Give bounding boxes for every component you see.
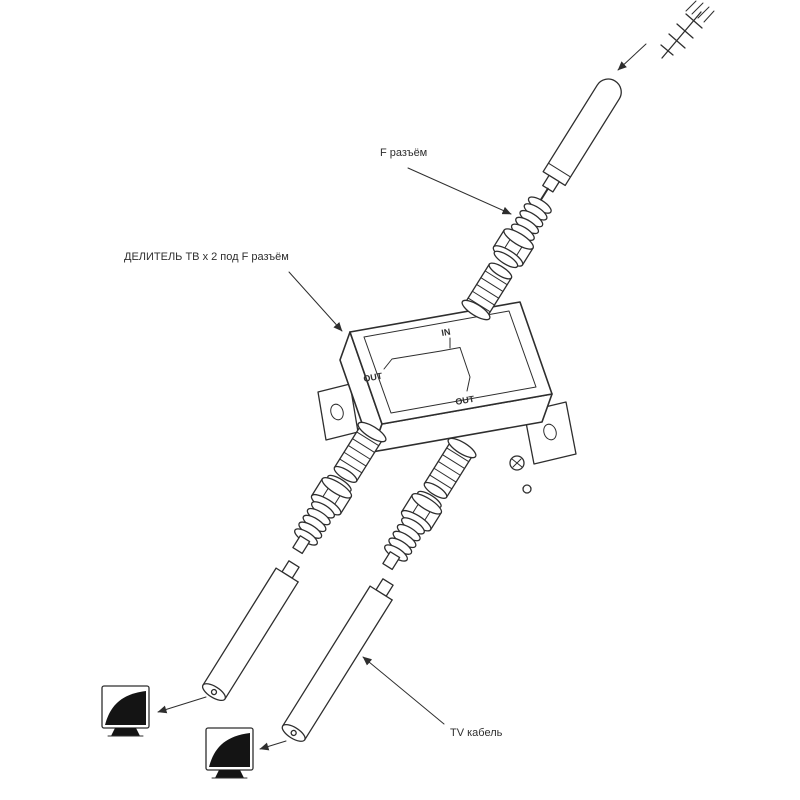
port-out-right [423,437,477,499]
label-out-right: OUT [455,394,476,407]
label-f-connector: F разъём [380,147,427,159]
splitter-face-inset [363,310,537,414]
f-connector-out-left [292,474,353,555]
arrow-tv-cable [362,656,445,725]
port-out-left [333,421,387,483]
arrow-f-connector [407,167,512,215]
antenna-icon [660,0,715,59]
coax-cable-out-right [281,578,394,742]
coax-cable-out-left [201,560,300,702]
label-tv-cable: TV кабель [450,727,503,739]
f-connector-out-right [382,490,443,571]
port-in [461,262,513,321]
arrow-splitter [288,271,343,332]
arrow-to-tv-left [157,696,207,714]
splitter-body: IN OUT OUT [317,301,577,494]
label-in: IN [441,327,452,338]
tv-icon-right [205,727,254,779]
splitter-circuit-trace [383,337,471,392]
label-out-left: OUT [363,371,384,384]
flange-hole [522,484,532,494]
arrow-antenna-to-cable [617,43,647,71]
screw-icon [509,455,525,471]
label-splitter: ДЕЛИТЕЛЬ ТВ x 2 под F разъём [124,251,289,263]
tv-icon-left [101,685,150,737]
arrow-to-tv-right [259,740,287,751]
f-connector-in [492,196,552,269]
coax-cable-in [539,78,622,201]
